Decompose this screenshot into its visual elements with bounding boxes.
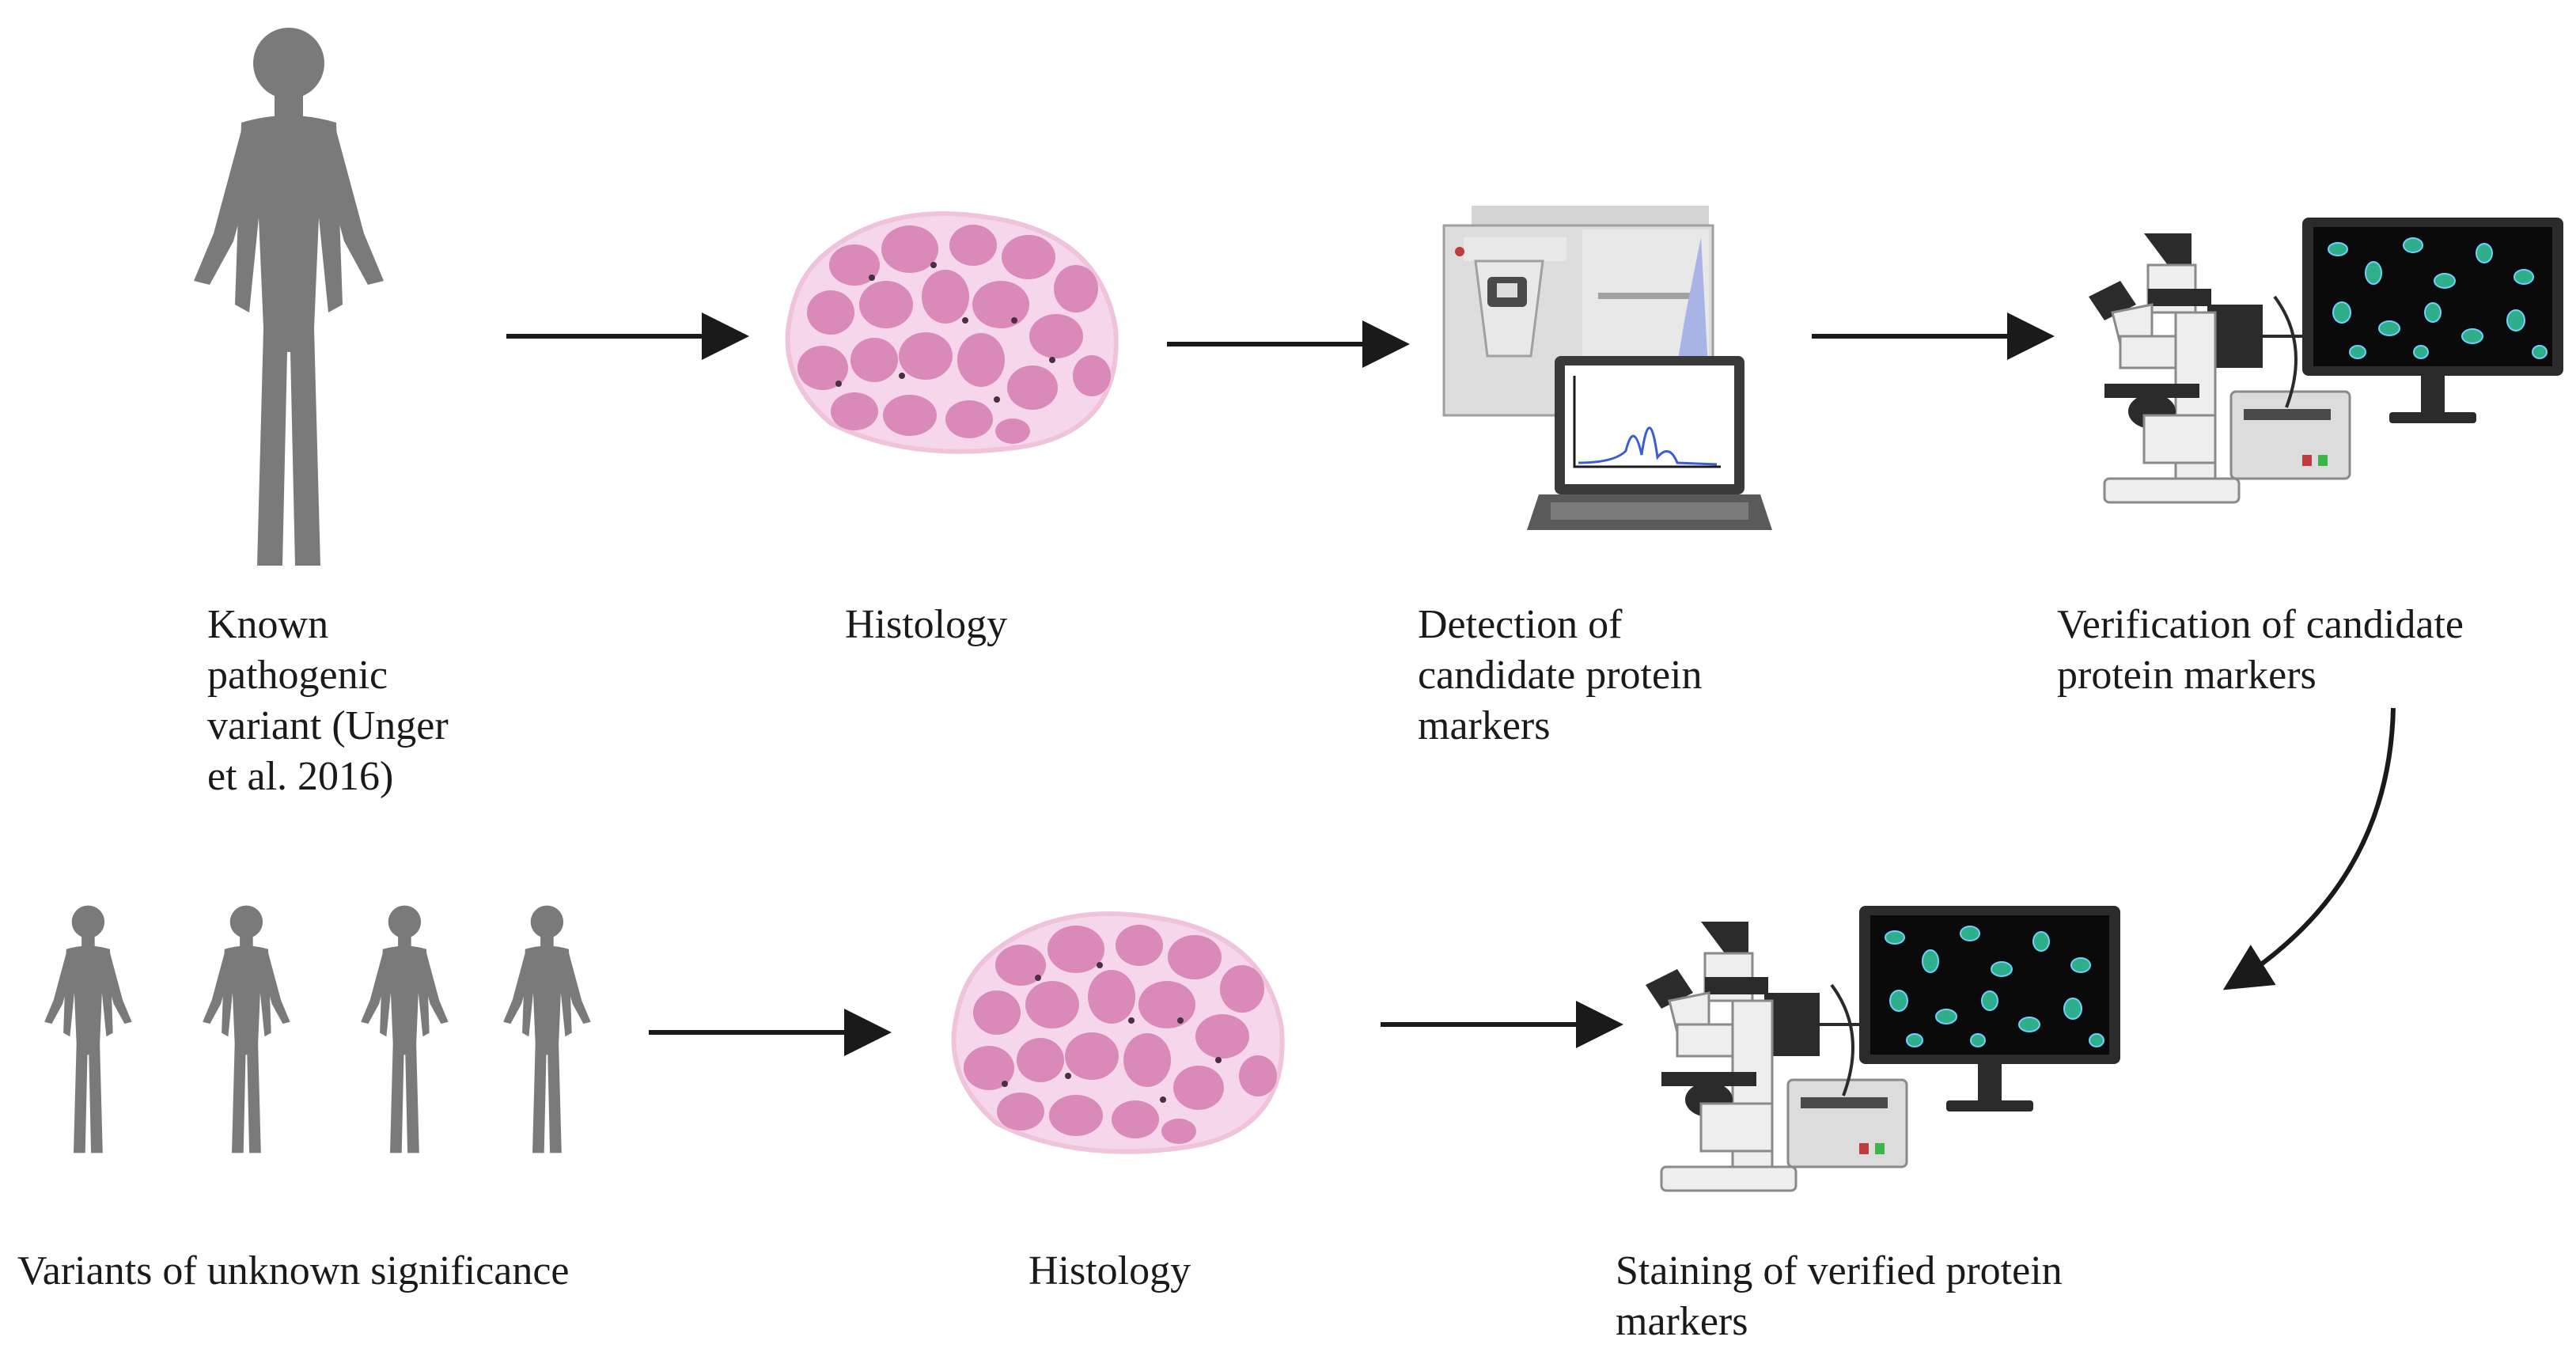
microscope-monitor-icon xyxy=(2087,216,2565,504)
mass-spectrometer-laptop-icon xyxy=(1442,206,1772,530)
known-variant-label: Known pathogenic variant (Unger et al. 2… xyxy=(207,602,449,799)
vus-silhouettes-icon xyxy=(44,905,591,1153)
detection-label: Detection of candidate protein markers xyxy=(1418,602,1703,748)
histology-tissue-icon-2 xyxy=(954,914,1282,1152)
verification-label: Verification of candidate protein marker… xyxy=(2057,602,2464,698)
arrow-to-staining xyxy=(2222,707,2396,990)
microscope-monitor-icon-2 xyxy=(1644,904,2122,1192)
histology-label-top: Histology xyxy=(845,602,1008,647)
staining-label: Staining of verified protein markers xyxy=(1616,1248,2063,1344)
patient-silhouette-icon xyxy=(194,28,384,566)
histology-tissue-icon xyxy=(788,214,1116,452)
histology-label-bottom: Histology xyxy=(1029,1248,1191,1293)
vus-label: Variants of unknown significance xyxy=(17,1248,570,1293)
